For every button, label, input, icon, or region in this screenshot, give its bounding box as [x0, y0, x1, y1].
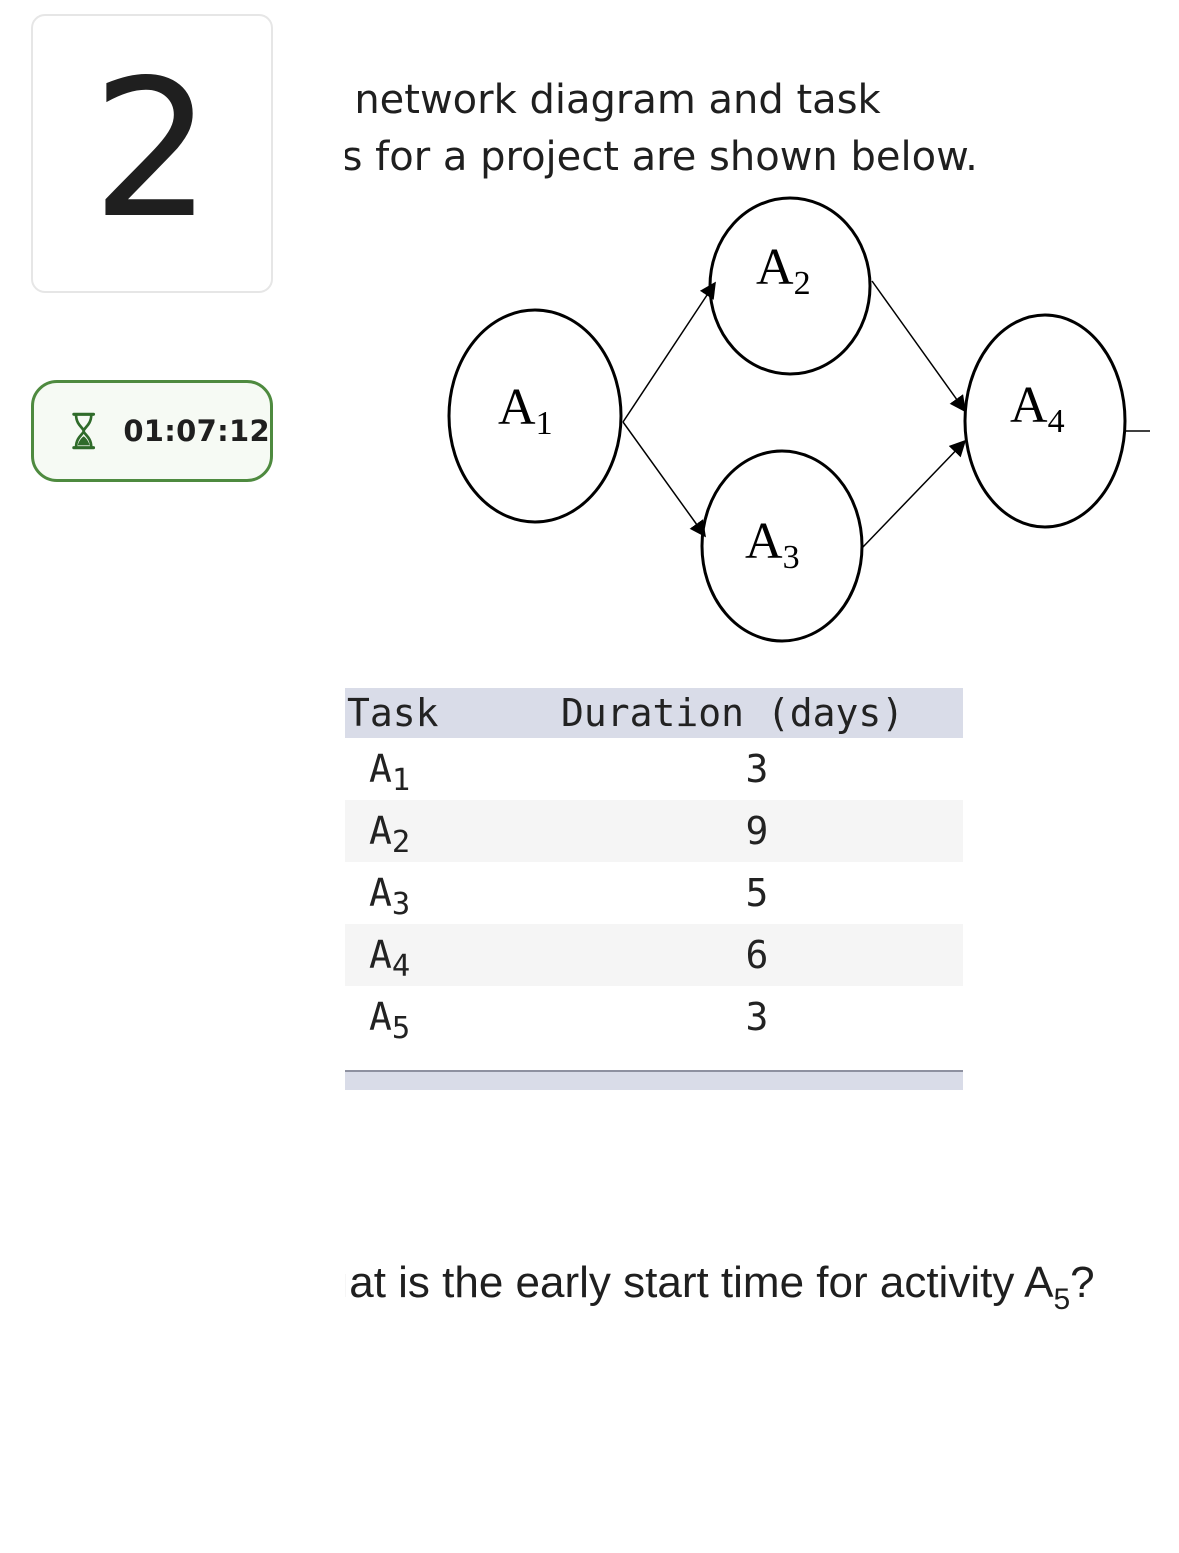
table-cell-task: A2 [369, 809, 411, 860]
edge-a3-a4 [861, 439, 967, 549]
prompt-line-2: es for a project are shown below. [345, 134, 978, 180]
timer-value: 01:07:12 [123, 414, 270, 448]
node-a3-label: A3 [745, 513, 800, 576]
table-cell-duration: 3 [745, 747, 769, 791]
question-number: 2 [91, 38, 213, 260]
table-header-row: Task Duration (days) [345, 688, 963, 738]
question-number-card: 2 [31, 14, 273, 293]
table-row: A2 9 [345, 800, 963, 862]
table-cell-task: A1 [369, 747, 411, 798]
prompt-line-1: e network diagram and task [345, 77, 881, 123]
edge-a1-a2 [622, 281, 716, 423]
table-cell-task: A3 [369, 871, 411, 922]
node-a2 [708, 196, 872, 376]
table-cell-duration: 9 [745, 809, 769, 853]
table-row: A5 3 [345, 986, 963, 1048]
node-a3 [700, 449, 864, 643]
network-diagram: A1 A2 A3 A4 [447, 196, 1150, 643]
timer-badge: 01:07:12 [31, 380, 273, 482]
node-a2-label: A2 [756, 239, 811, 302]
node-a4-label: A4 [1010, 377, 1065, 440]
hourglass-icon [72, 412, 96, 450]
table-cell-duration: 6 [745, 933, 769, 977]
table-header-duration: Duration (days) [561, 691, 905, 735]
table-footer [345, 1070, 963, 1090]
node-a1 [447, 308, 623, 524]
node-a1-label: A1 [498, 379, 553, 442]
table-cell-duration: 5 [745, 871, 769, 915]
table-cell-task: A4 [369, 933, 411, 984]
table-cell-task: A5 [369, 995, 411, 1046]
question-content: e network diagram and task es for a proj… [345, 0, 1179, 1553]
edge-a1-a3 [622, 421, 706, 538]
question-text: ıat is the early start time for activity… [345, 1258, 1095, 1316]
table-cell-duration: 3 [745, 995, 769, 1039]
duration-table: Task Duration (days) A1 3 A2 9 A3 5 A4 6… [345, 688, 963, 1090]
table-row: A3 5 [345, 862, 963, 924]
table-row: A1 3 [345, 738, 963, 800]
table-row: A4 6 [345, 924, 963, 986]
table-header-task: Task [347, 691, 439, 735]
table-spacer [345, 1048, 963, 1070]
prompt-text: e network diagram and task es for a proj… [345, 72, 1179, 186]
edge-a2-a4 [871, 280, 966, 413]
node-a4 [963, 313, 1127, 529]
